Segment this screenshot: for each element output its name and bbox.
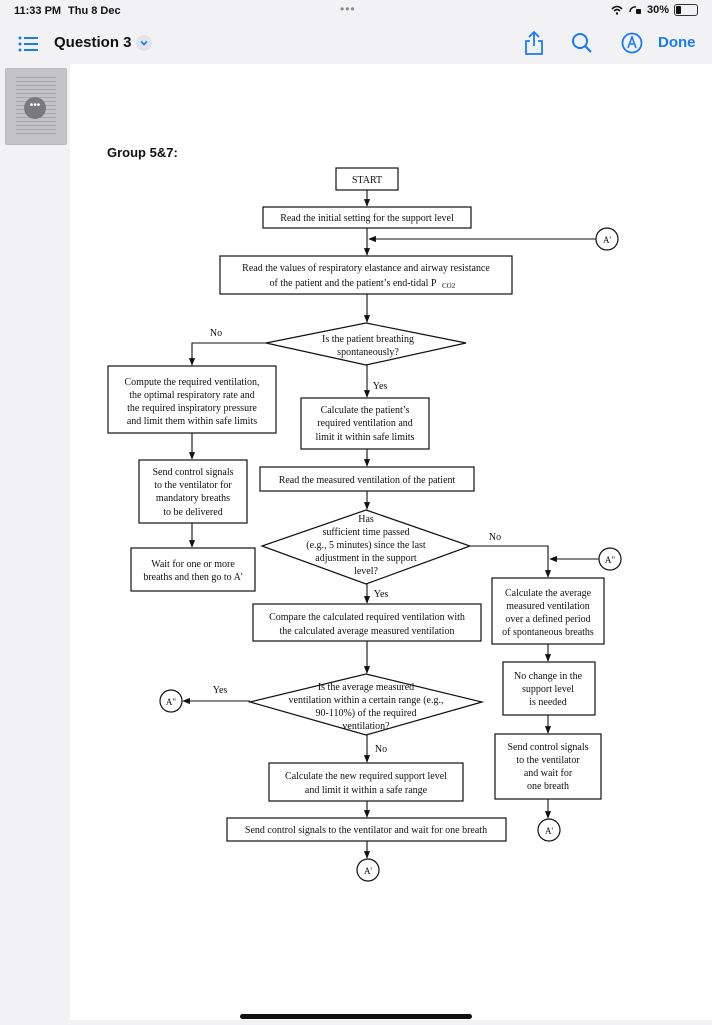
read-values-subscript: CO2 [442,282,456,290]
calc-new-line-1: Calculate the new required support level [285,771,447,782]
read-values-box [219,255,513,295]
compare-line-1: Compare the calculated required ventilat… [269,612,465,623]
send-one-breath-line-4: one breath [527,781,569,792]
compute-line-3: the required inspiratory pressure [127,403,257,414]
connector-a1-right [537,818,561,842]
range-no-label: No [375,744,387,755]
calc-average-line-2: measured ventilation [506,601,590,612]
search-icon[interactable] [571,32,593,54]
home-indicator[interactable] [240,1014,472,1019]
connector-a2-left [159,689,183,713]
calc-average-line-3: over a defined period [505,614,590,625]
connector-a2-right-label: A" [605,555,615,565]
compute-line-2: the optimal respiratory rate and [129,390,255,401]
time-decision [260,509,472,585]
send-one-breath-line-2: to the ventilator [516,755,580,766]
send-mandatory-line-4: to be delivered [163,507,222,518]
no-change-line-3: is needed [529,697,567,708]
document-toolbar: Question 3 Done [0,24,712,64]
battery-percent: 30% [646,4,669,16]
read-measured-label: Read the measured ventilation of the pat… [279,475,456,486]
wait-box [130,547,256,592]
more-icon[interactable]: ••• [24,97,46,119]
breathing-no-label: No [210,328,222,339]
breathing-yes-label: Yes [373,381,388,392]
range-question-4: ventilation? [342,721,390,732]
wait-line-1: Wait for one or more [151,559,235,570]
share-icon[interactable] [524,30,544,56]
calc-average-line-4: of spontaneous breaths [502,627,594,638]
chevron-down-icon [140,40,148,46]
compute-line-4: and limit them within safe limits [127,416,257,427]
title-menu-button[interactable] [136,35,152,51]
range-decision [247,673,485,736]
wifi-icon [611,5,623,15]
done-button[interactable]: Done [658,34,696,51]
wait-line-2: breaths and then go to A' [143,572,242,583]
status-right: 30% [611,4,698,16]
flowchart-labels: START Read the initial setting for the s… [125,175,616,876]
calc-average-line-1: Calculate the average [505,588,592,599]
send-final-label: Send control signals to the ventilator a… [245,825,487,836]
compare-line-2: the calculated average measured ventilat… [280,626,455,637]
calc-required-line-2: required ventilation and [317,418,413,429]
breathing-decision [265,322,467,366]
flowchart: Group 5&7: [107,145,622,882]
no-change-line-2: support level [522,684,574,695]
read-initial-label: Read the initial setting for the support… [280,213,454,224]
send-one-breath-line-1: Send control signals [507,742,588,753]
calc-required-line-1: Calculate the patient’s [321,405,410,416]
list-icon[interactable] [18,36,38,52]
document-page: Group 5&7: [70,64,712,1020]
flow-arrows [182,190,599,859]
document-title[interactable]: Question 3 [54,34,132,51]
send-mandatory-line-2: to the ventilator for [154,480,232,491]
page-thumbnails: ••• [0,64,70,1024]
time-question-4: adjustment in the support [315,553,417,564]
connector-a1-top-label: A' [603,235,611,245]
send-mandatory-line-1: Send control signals [152,467,233,478]
calc-required-box [300,397,430,450]
send-mandatory-line-3: mandatory breaths [156,493,230,504]
multitasking-dots[interactable]: ••• [340,2,356,16]
breathing-question-2: spontaneously? [337,347,399,358]
status-bar: 11:33 PM Thu 8 Dec ••• 30% [0,0,712,24]
range-question-1: Is the average measured [318,682,414,693]
time-yes-label: Yes [374,589,389,600]
connector-a1-bottom-label: A' [364,866,372,876]
battery-level [676,6,682,14]
time-question-2: sufficient time passed [322,527,409,538]
read-values-line-1: Read the values of respiratory elastance… [242,263,490,274]
calc-required-line-3: limit it within safe limits [316,432,415,443]
time-question-1: Has [358,514,374,525]
read-values-line-2: of the patient and the patient’s end-tid… [270,278,437,289]
connector-a1-bottom [356,858,380,882]
orientation-lock-icon [629,6,641,14]
time-question-3: (e.g., 5 minutes) since the last [306,540,426,551]
range-question-2: ventilation within a certain range (e.g.… [289,695,444,706]
status-time: 11:33 PM [14,5,62,17]
send-mandatory-box [138,459,248,524]
battery-icon [674,4,698,16]
compute-line-1: Compute the required ventilation, [125,377,260,388]
calc-new-box [268,762,464,802]
calc-new-line-2: and limit it within a safe range [305,785,428,796]
group-heading: Group 5&7: [107,145,178,160]
time-no-label: No [489,532,501,543]
send-one-breath-line-3: and wait for [524,768,573,779]
status-date: Thu 8 Dec [68,5,121,17]
start-label: START [352,175,382,186]
no-change-box [502,661,596,716]
no-change-line-1: No change in the [514,671,583,682]
markup-icon[interactable] [621,32,643,54]
connector-a1-right-label: A' [545,826,553,836]
page-thumbnail[interactable]: ••• [5,68,67,145]
range-yes-label: Yes [213,685,228,696]
connector-a2-left-label: A" [166,697,176,707]
range-question-3: 90-110%) of the required [316,708,417,719]
breathing-question-1: Is the patient breathing [322,334,414,345]
time-question-5: level? [354,566,378,577]
